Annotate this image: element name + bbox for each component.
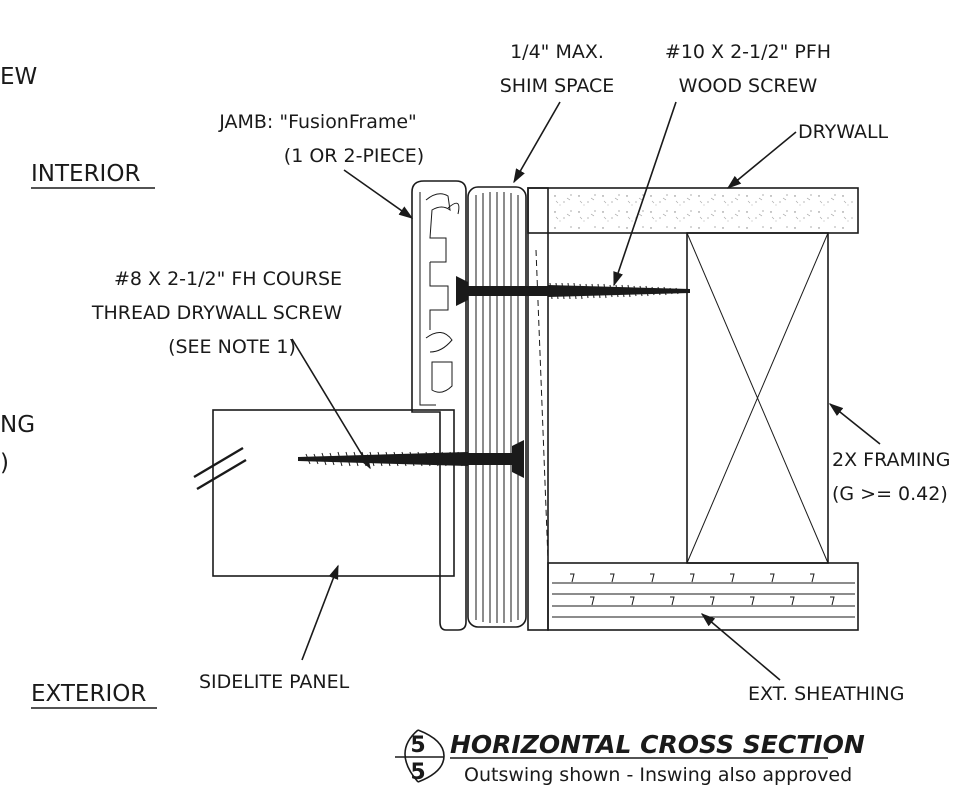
- drywall-leader: [726, 131, 797, 189]
- framing-label: 2X FRAMING: [832, 449, 950, 471]
- detail-number: 5: [410, 733, 425, 758]
- section-subtitle: Outswing shown - Inswing also approved: [464, 764, 852, 786]
- edge-cut-text-low: ): [0, 450, 9, 476]
- wood-screw: [456, 276, 690, 306]
- jamb-leader: [343, 169, 414, 219]
- jamb-profile: [411, 180, 467, 631]
- framing-leader: [828, 403, 881, 445]
- sheet-number: 5: [410, 760, 425, 785]
- exterior-sheathing: [547, 562, 859, 631]
- jamb-label: JAMB: "FusionFrame": [218, 111, 417, 133]
- exterior-label: EXTERIOR: [31, 681, 146, 707]
- drywall-screw-leader: [291, 338, 371, 470]
- interior-label: INTERIOR: [31, 161, 140, 187]
- shim-leader: [513, 101, 561, 184]
- section-title: HORIZONTAL CROSS SECTION: [450, 730, 865, 759]
- framing-label-2: (G >= 0.42): [832, 483, 948, 505]
- sidelite-label: SIDELITE PANEL: [199, 671, 350, 693]
- wood-screw-leader: [613, 101, 677, 287]
- buck-block: [527, 187, 549, 631]
- sheathing-label: EXT. SHEATHING: [748, 683, 904, 705]
- wood-screw-label: #10 X 2-1/2" PFH: [665, 41, 831, 63]
- jamb-label-2: (1 OR 2-PIECE): [284, 145, 424, 167]
- shim-space-label-2: SHIM SPACE: [500, 75, 615, 97]
- sidelite-panel: [193, 409, 455, 577]
- centerline: [535, 249, 549, 561]
- wood-shim: [467, 186, 527, 628]
- drywall-screw-label-3: (SEE NOTE 1): [168, 336, 296, 358]
- edge-cut-text-mid: NG: [0, 412, 35, 438]
- drywall-board: [527, 187, 859, 234]
- sheathing-leader: [700, 613, 781, 681]
- wood-screw-label-2: WOOD SCREW: [679, 75, 818, 97]
- drywall-label: DRYWALL: [798, 121, 889, 143]
- shim-space-label: 1/4" MAX.: [510, 41, 604, 63]
- sidelite-leader: [301, 564, 339, 661]
- drywall-screw-label: #8 X 2-1/2" FH COURSE: [114, 268, 342, 290]
- title-block: 5 5 HORIZONTAL CROSS SECTION Outswing sh…: [395, 729, 865, 786]
- edge-cut-text-top: EW: [0, 64, 37, 90]
- drywall-screw: [298, 440, 524, 478]
- framing-stud: [686, 232, 829, 564]
- drywall-screw-label-2: THREAD DRYWALL SCREW: [91, 302, 342, 324]
